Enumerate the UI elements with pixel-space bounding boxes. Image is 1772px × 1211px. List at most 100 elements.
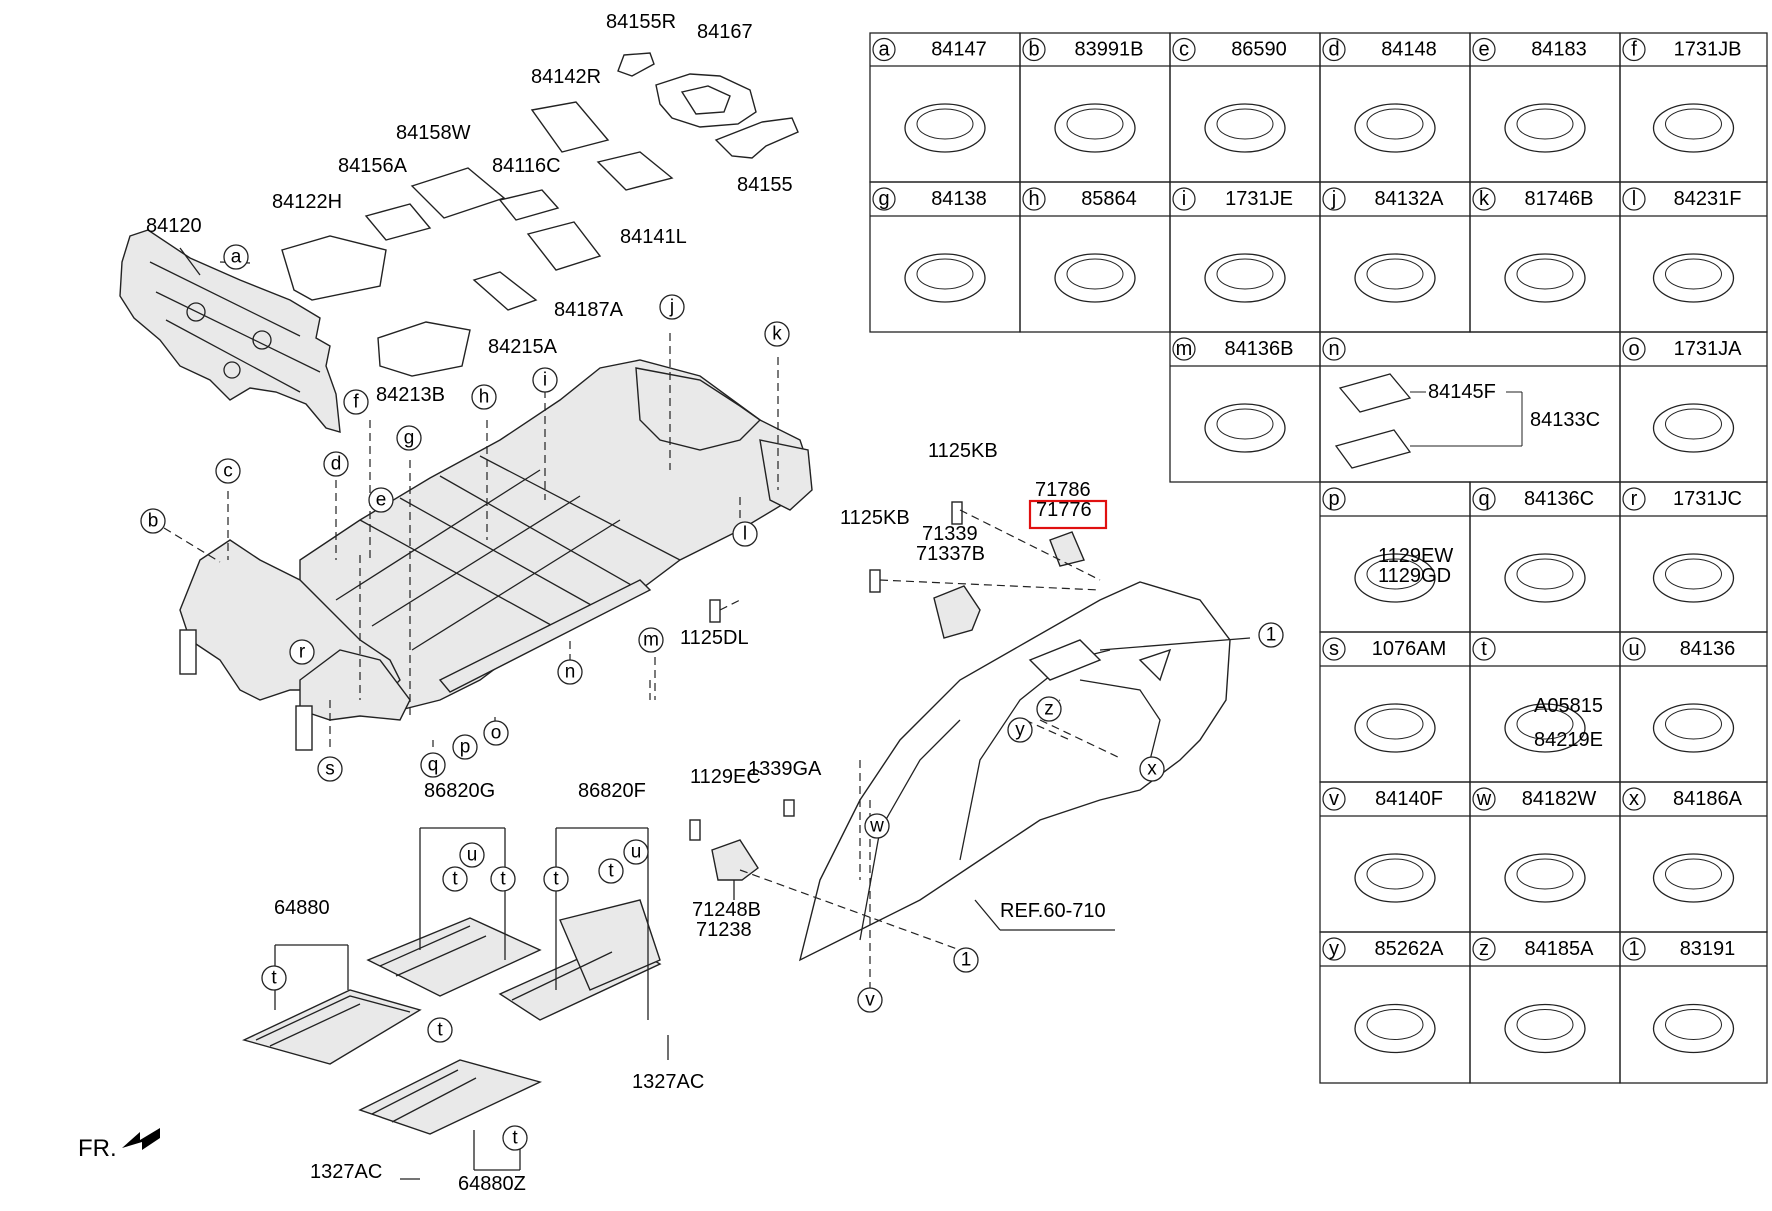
- svg-text:s: s: [1329, 638, 1339, 660]
- label-84122H: 84122H: [272, 191, 342, 213]
- callout-x: x: [1139, 756, 1165, 782]
- svg-text:r: r: [1631, 488, 1638, 510]
- callout-t: t: [502, 1125, 528, 1151]
- svg-text:o: o: [1628, 338, 1639, 360]
- label-84213B: 84213B: [376, 384, 445, 406]
- part-sketch-r: [1652, 553, 1735, 603]
- part-sketch-t: [1504, 703, 1586, 753]
- legend-code: 84136: [1680, 638, 1736, 660]
- legend-code: 84185A: [1525, 938, 1595, 960]
- callout-q: q: [420, 752, 446, 778]
- label-71238: 71238: [696, 919, 752, 941]
- svg-text:d: d: [331, 454, 342, 475]
- label-fr: FR.: [78, 1135, 117, 1162]
- part-sketch-1: [1652, 1003, 1735, 1054]
- insulation-pads: [281, 52, 799, 377]
- callout-z: z: [1036, 696, 1062, 722]
- floor-pan: [299, 359, 813, 711]
- svg-text:t: t: [437, 1020, 443, 1041]
- svg-text:n: n: [1328, 338, 1339, 360]
- legend-code: 84182W: [1522, 788, 1597, 810]
- legend-code: 84186A: [1673, 788, 1743, 810]
- callout-t: t: [543, 866, 569, 892]
- legend-code: 1731JC: [1673, 488, 1742, 510]
- svg-text:x: x: [1629, 788, 1639, 810]
- svg-text:w: w: [869, 816, 884, 837]
- legend-code: 1076AM: [1372, 638, 1447, 660]
- part-sketch-i: [1204, 253, 1286, 303]
- svg-text:f: f: [1631, 39, 1637, 61]
- svg-text:t: t: [1481, 638, 1487, 660]
- front-apron: [179, 539, 411, 751]
- label-86820G: 86820G: [424, 780, 495, 802]
- legend-code: 83991B: [1075, 39, 1144, 61]
- part-sketch-n-a: [1338, 373, 1412, 413]
- label-71786: 71786: [1035, 479, 1091, 501]
- legend-cell-s: s 1076AM: [1319, 631, 1471, 783]
- label-84155R: 84155R: [606, 11, 676, 33]
- label-84116C: 84116C: [492, 155, 561, 177]
- svg-text:v: v: [1329, 788, 1339, 810]
- svg-text:v: v: [865, 990, 875, 1011]
- callout-1: 1: [1258, 622, 1284, 648]
- part-sketch-v: [1354, 853, 1436, 903]
- svg-text:u: u: [631, 842, 642, 863]
- svg-text:t: t: [512, 1128, 518, 1149]
- dash-panel: [119, 229, 341, 433]
- part-sketch-j: [1354, 253, 1436, 303]
- label-71776: 71776: [1036, 499, 1092, 521]
- svg-text:t: t: [608, 861, 614, 882]
- legend-code: 84138: [931, 188, 987, 210]
- label-84215A: 84215A: [488, 336, 558, 358]
- svg-text:1: 1: [961, 950, 972, 971]
- svg-text:t: t: [500, 869, 506, 890]
- legend-cell-f: f 1731JB: [1619, 32, 1768, 183]
- legend-code: 84148: [1381, 39, 1437, 61]
- body-side: [798, 581, 1231, 962]
- legend-code: 84147: [931, 39, 987, 61]
- part-sketch-g: [904, 253, 986, 303]
- legend-code: 1731JA: [1674, 338, 1742, 360]
- part-sketch-b: [1054, 103, 1136, 153]
- legend-sub-n-a: 84145F: [1428, 381, 1496, 403]
- part-sketch-f: [1652, 103, 1735, 153]
- svg-text:c: c: [223, 461, 233, 482]
- legend-code: 1731JB: [1674, 39, 1742, 61]
- part-sketch-l: [1652, 253, 1735, 303]
- label-1129EC: 1129EC: [690, 766, 761, 788]
- svg-text:r: r: [299, 642, 306, 663]
- part-sketch-q: [1504, 553, 1586, 603]
- callout-f: f: [343, 389, 369, 415]
- callout-o: o: [483, 720, 509, 746]
- svg-text:t: t: [553, 869, 559, 890]
- svg-text:e: e: [376, 490, 387, 511]
- label-84187A: 84187A: [554, 299, 624, 321]
- part-sketch-w: [1504, 853, 1586, 903]
- legend-code: 86590: [1231, 39, 1287, 61]
- label-84167: 84167: [697, 21, 753, 43]
- svg-text:q: q: [1478, 488, 1489, 510]
- callout-k: k: [764, 321, 790, 347]
- legend-code: 83191: [1680, 938, 1736, 960]
- highlight-box: [1028, 499, 1108, 530]
- label-1339GA: 1339GA: [748, 758, 822, 780]
- svg-text:s: s: [325, 759, 335, 780]
- svg-text:x: x: [1147, 759, 1157, 780]
- legend-code: 85864: [1081, 188, 1137, 210]
- svg-text:m: m: [643, 630, 659, 651]
- svg-text:1: 1: [1266, 625, 1277, 646]
- callout-r: r: [289, 639, 315, 665]
- part-sketch-z: [1504, 1003, 1586, 1054]
- part-sketch-u: [1652, 703, 1735, 753]
- callout-1: 1: [953, 947, 979, 973]
- legend-sub-t_b: 84219E: [1534, 729, 1603, 751]
- svg-text:l: l: [743, 524, 747, 545]
